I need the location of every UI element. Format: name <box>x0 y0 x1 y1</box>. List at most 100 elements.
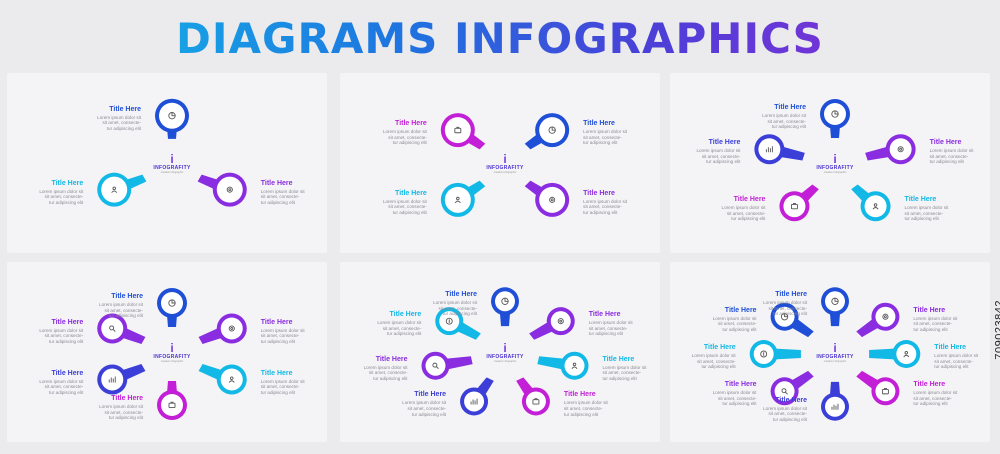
description-line: Lorem ipsum dolor sit <box>913 390 958 396</box>
description-line: tur adipiscing elit <box>772 311 807 317</box>
user-icon <box>571 362 578 370</box>
gear-icon <box>226 186 233 193</box>
briefcase-icon <box>881 388 889 395</box>
description-line: sit amet, consecte- <box>563 406 603 412</box>
step-title: Title Here <box>583 189 615 197</box>
logo-sub: creative infographic <box>823 171 847 174</box>
description-line: Lorem ipsum dolor sit <box>762 113 806 118</box>
step-badge <box>161 394 183 416</box>
description-line: Lorem ipsum dolor sit <box>363 364 408 370</box>
description-line: sit amet, consecte- <box>934 358 973 364</box>
step-title: Title Here <box>51 179 84 187</box>
gear-icon <box>897 146 904 153</box>
step-title: Title Here <box>708 139 741 147</box>
description-line: sit amet, consecte- <box>718 395 757 401</box>
step-badge <box>220 317 243 340</box>
description-line: tur adipiscing elit <box>108 313 143 319</box>
pie-chart-icon <box>548 126 556 134</box>
search-icon <box>432 362 439 370</box>
diagram-graphic <box>749 287 921 421</box>
bar-chart-icon <box>470 398 478 405</box>
pie-chart-icon <box>168 299 176 307</box>
description-line: tur adipiscing elit <box>602 375 637 381</box>
logo-word: INFOGRAFITY <box>486 165 524 171</box>
description-line: tur adipiscing elit <box>929 159 964 165</box>
step-badge <box>783 195 806 218</box>
bar-chart-icon <box>108 376 116 383</box>
description-line: sit amet, consecte- <box>697 358 736 364</box>
step-title: Title Here <box>703 344 736 351</box>
description-line: sit amet, consecte- <box>438 305 477 311</box>
description-line: tur adipiscing elit <box>934 364 969 370</box>
step-title: Title Here <box>733 196 766 204</box>
description-line: Lorem ipsum dolor sit <box>377 320 422 326</box>
pie-chart-icon <box>168 112 176 120</box>
step-title: Title Here <box>724 381 757 389</box>
step-badge <box>444 117 471 144</box>
description-line: Lorem ipsum dolor sit <box>39 378 84 384</box>
description-line: tur adipiscing elit <box>722 401 757 407</box>
description-line: sit amet, consecte- <box>718 321 757 327</box>
description-line: Lorem ipsum dolor sit <box>97 114 141 120</box>
description-line: sit amet, consecte- <box>726 210 766 216</box>
description-line: sit amet, consecte- <box>102 120 141 126</box>
user-icon <box>454 196 461 204</box>
logo-word: INFOGRAFITY <box>153 354 191 360</box>
description-line: sit amet, consecte- <box>388 134 427 140</box>
pie-chart-icon <box>501 297 509 305</box>
description-line: Lorem ipsum dolor sit <box>260 188 305 194</box>
description-line: sit amet, consecte- <box>104 307 143 313</box>
step-title: Title Here <box>774 104 806 111</box>
description-line: tur adipiscing elit <box>904 216 939 222</box>
description-line: tur adipiscing elit <box>106 125 141 131</box>
diagram-graphic <box>97 98 247 207</box>
description-line: tur adipiscing elit <box>913 401 948 407</box>
description-line: sit amet, consecte- <box>44 194 84 200</box>
step-badge <box>539 186 566 213</box>
step-title: Title Here <box>375 355 408 363</box>
description-line: tur adipiscing elit <box>772 416 807 422</box>
user-icon <box>111 186 118 193</box>
description-line: tur adipiscing elit <box>108 415 143 421</box>
description-line: Lorem ipsum dolor sit <box>433 300 477 306</box>
logo-mark: i <box>170 341 174 355</box>
description-line: sit amet, consecte- <box>701 153 741 159</box>
description-line: Lorem ipsum dolor sit <box>583 198 628 204</box>
description-line: tur adipiscing elit <box>706 159 741 165</box>
description-line: sit amet, consecte- <box>768 305 807 311</box>
description-line: Lorem ipsum dolor sit <box>382 198 427 204</box>
description-line: sit amet, consecte- <box>44 384 84 390</box>
description-line: tur adipiscing elit <box>771 124 806 130</box>
step-badge <box>101 317 124 340</box>
logo-sub: creative infographic <box>823 360 847 363</box>
logo-word: INFOGRAFITY <box>816 354 854 360</box>
step-title: Title Here <box>934 344 967 351</box>
step-title: Title Here <box>51 318 84 326</box>
diagram-graphic <box>97 288 247 420</box>
step-badge <box>464 391 485 412</box>
bar-chart-icon <box>765 146 773 153</box>
description-line: Lorem ipsum dolor sit <box>712 315 757 321</box>
step-title: Title Here <box>929 139 962 147</box>
logo-sub: creative infographic <box>160 171 184 174</box>
step-badge <box>774 381 795 402</box>
logo-mark: i <box>833 341 837 355</box>
diagram-graphic <box>754 99 916 222</box>
description-line: Lorem ipsum dolor sit <box>904 205 949 211</box>
description-line: tur adipiscing elit <box>411 411 447 417</box>
